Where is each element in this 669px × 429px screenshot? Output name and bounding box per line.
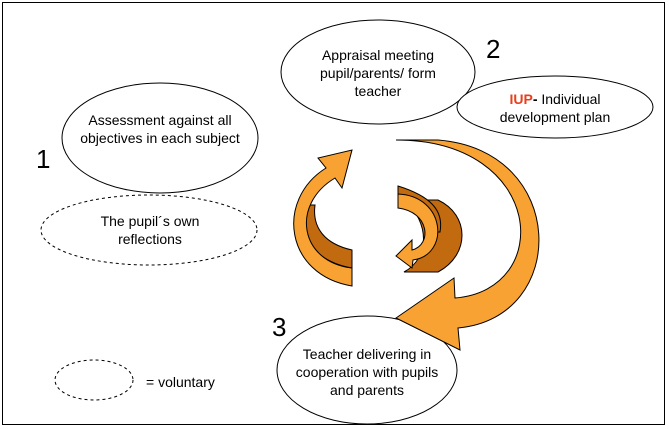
- delivering-ellipse: [276, 315, 458, 425]
- iup-dash: -: [532, 91, 538, 107]
- medium-arrow: [293, 149, 353, 287]
- iup-ellipse: [456, 75, 654, 139]
- step-number-1: 1: [36, 144, 51, 174]
- legend-voluntary-label: = voluntary: [146, 374, 215, 390]
- appraisal-label: Appraisal meeting pupil/parents/ form te…: [320, 47, 436, 99]
- small-arrow: [395, 193, 439, 269]
- step-number-2: 2: [486, 34, 501, 64]
- assessment-ellipse: [61, 82, 259, 194]
- appraisal-ellipse: [280, 19, 476, 125]
- assessment-label: Assessment against all objectives in eac…: [80, 112, 240, 146]
- delivering-label: Teacher delivering in cooperation with p…: [295, 346, 439, 398]
- reflections-label: The pupil´s own reflections: [100, 213, 200, 247]
- iup-text: Individual development plan: [499, 91, 611, 125]
- step-number-3: 3: [272, 312, 287, 342]
- iup-abbreviation: IUP: [509, 91, 533, 107]
- large-arrow: [395, 139, 540, 351]
- legend-dashed-ellipse: [54, 359, 134, 401]
- reflections-ellipse: [40, 194, 258, 266]
- iup-label: IUP- Individual development plan: [470, 90, 640, 126]
